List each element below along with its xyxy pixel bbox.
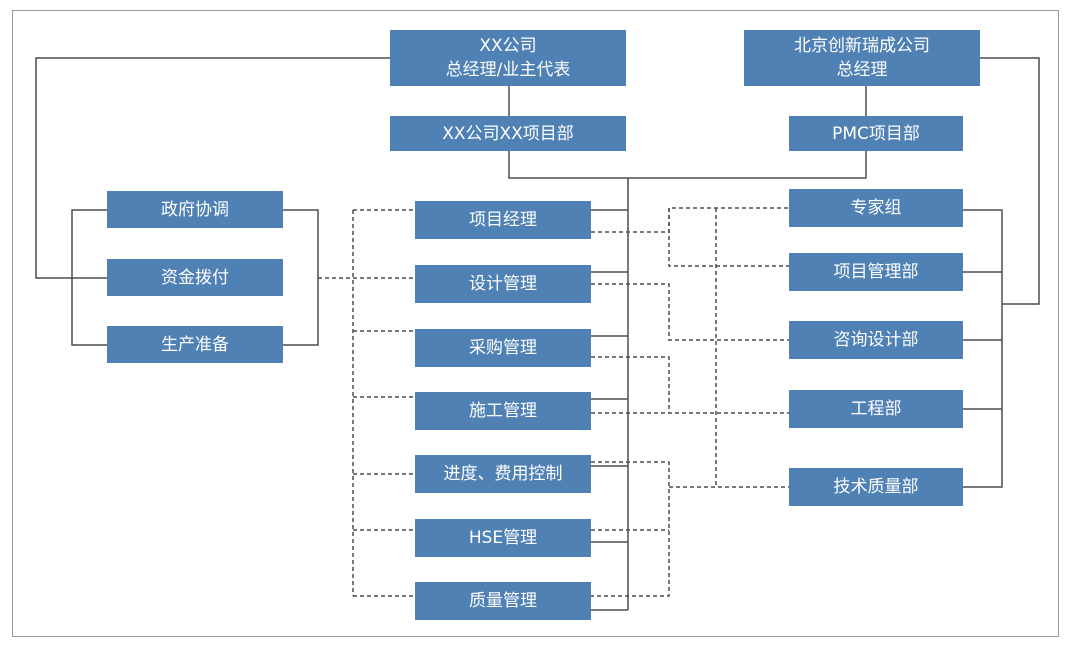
box-xx-project-dept: XX公司XX项目部 — [390, 116, 626, 151]
box-production-prep: 生产准备 — [107, 326, 283, 363]
box-xx-project-dept-label: XX公司XX项目部 — [442, 123, 574, 144]
box-quality-management: 质量管理 — [415, 582, 591, 620]
box-design-management: 设计管理 — [415, 265, 591, 303]
box-xx-company-gm-line1: XX公司 — [479, 36, 537, 56]
box-tech-quality-dept: 技术质量部 — [789, 468, 963, 506]
box-production-prep-label: 生产准备 — [161, 334, 229, 355]
box-xx-company-gm-line2: 总经理/业主代表 — [445, 60, 571, 80]
box-beijing-gm-line1: 北京创新瑞成公司 — [794, 36, 930, 56]
box-hse-management: HSE管理 — [415, 519, 591, 557]
box-hse-management-label: HSE管理 — [468, 528, 538, 548]
box-project-management-dept-label: 项目管理部 — [833, 262, 919, 282]
box-procurement-management-label: 采购管理 — [469, 338, 537, 358]
box-fund-allocation: 资金拨付 — [107, 259, 283, 296]
box-pmc-project-dept: PMC项目部 — [789, 116, 963, 151]
box-xx-company-gm: XX公司 总经理/业主代表 — [390, 30, 626, 86]
box-gov-coordination-label: 政府协调 — [161, 199, 229, 220]
box-procurement-management: 采购管理 — [415, 329, 591, 367]
box-project-manager: 项目经理 — [415, 201, 591, 239]
box-expert-group: 专家组 — [789, 189, 963, 227]
box-schedule-cost-control-label: 进度、费用控制 — [443, 464, 563, 484]
box-pmc-project-dept-label: PMC项目部 — [832, 123, 920, 144]
box-expert-group-label: 专家组 — [850, 198, 902, 218]
box-construction-management-label: 施工管理 — [469, 401, 537, 421]
box-tech-quality-dept-label: 技术质量部 — [833, 477, 919, 497]
box-construction-management: 施工管理 — [415, 392, 591, 430]
box-gov-coordination: 政府协调 — [107, 191, 283, 228]
box-schedule-cost-control: 进度、费用控制 — [415, 455, 591, 493]
box-beijing-gm-line2: 总经理 — [836, 60, 888, 80]
diagram-frame — [12, 10, 1059, 637]
box-quality-management-label: 质量管理 — [469, 591, 537, 611]
box-engineering-dept: 工程部 — [789, 390, 963, 428]
box-project-management-dept: 项目管理部 — [789, 253, 963, 291]
box-engineering-dept-label: 工程部 — [850, 399, 902, 419]
box-beijing-gm: 北京创新瑞成公司 总经理 — [744, 30, 980, 86]
box-consulting-design-dept-label: 咨询设计部 — [833, 330, 919, 350]
box-project-manager-label: 项目经理 — [469, 210, 537, 230]
box-fund-allocation-label: 资金拨付 — [161, 267, 229, 288]
box-design-management-label: 设计管理 — [469, 274, 537, 294]
box-consulting-design-dept: 咨询设计部 — [789, 321, 963, 359]
